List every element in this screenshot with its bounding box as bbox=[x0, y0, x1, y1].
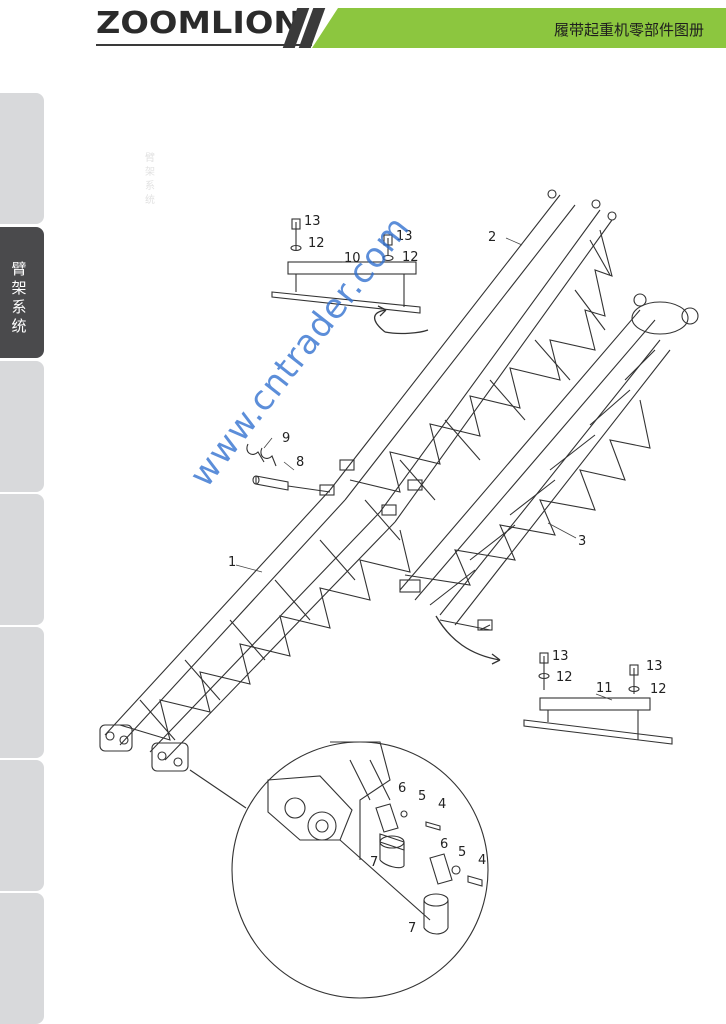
section-tab-3[interactable] bbox=[0, 361, 44, 492]
callout-5b: 5 bbox=[458, 845, 466, 860]
callout-2: 2 bbox=[488, 230, 496, 245]
document-title: 履带起重机零部件图册 bbox=[553, 21, 704, 39]
callout-13d: 13 bbox=[646, 659, 663, 674]
callout-10: 10 bbox=[344, 251, 361, 266]
callout-9: 9 bbox=[282, 431, 290, 446]
exploded-parts-diagram: 1 2 3 4 4 5 5 6 6 7 7 8 9 10 11 12 12 12… bbox=[99, 189, 699, 999]
callout-6b: 6 bbox=[440, 837, 448, 852]
callout-5a: 5 bbox=[418, 789, 426, 804]
pin-and-clip bbox=[246, 443, 331, 493]
callout-1: 1 bbox=[228, 555, 236, 570]
page-header: ZOOMLION 履带起重机零部件图册 bbox=[0, 0, 726, 50]
section-tab-4[interactable] bbox=[0, 494, 44, 625]
callout-6a: 6 bbox=[398, 781, 406, 796]
brand-logo: ZOOMLION bbox=[96, 6, 302, 41]
boom-section-1 bbox=[99, 189, 617, 772]
section-tab-label: 臂架系统 bbox=[11, 260, 27, 335]
callout-12b: 12 bbox=[402, 250, 419, 265]
callout-11: 11 bbox=[596, 681, 613, 696]
callout-3: 3 bbox=[578, 534, 586, 549]
callout-4b: 4 bbox=[478, 853, 486, 868]
link-bar-10 bbox=[271, 218, 429, 335]
callout-7a: 7 bbox=[370, 855, 378, 870]
callout-12c: 12 bbox=[556, 670, 573, 685]
section-tab-1[interactable] bbox=[0, 93, 44, 224]
boom-section-3 bbox=[399, 293, 699, 631]
link-bar-11 bbox=[435, 615, 673, 745]
section-tab-6[interactable] bbox=[0, 760, 44, 891]
callout-12d: 12 bbox=[650, 682, 667, 697]
header-band bbox=[312, 8, 726, 48]
header-rule bbox=[96, 44, 312, 46]
callout-13a: 13 bbox=[304, 214, 321, 229]
callout-7b: 7 bbox=[408, 921, 416, 936]
faint-ghost-text: 臂架系统 bbox=[145, 153, 155, 206]
section-tab-boom-system[interactable]: 臂架系统 bbox=[0, 227, 44, 358]
callout-4a: 4 bbox=[438, 797, 446, 812]
callout-13b: 13 bbox=[396, 229, 413, 244]
callout-13c: 13 bbox=[552, 649, 569, 664]
section-tab-5[interactable] bbox=[0, 627, 44, 758]
section-tab-7[interactable] bbox=[0, 893, 44, 1024]
callout-12a: 12 bbox=[308, 236, 325, 251]
detail-view bbox=[189, 741, 489, 999]
callout-8: 8 bbox=[296, 455, 304, 470]
section-tabs: 臂架系统 bbox=[0, 93, 44, 1024]
